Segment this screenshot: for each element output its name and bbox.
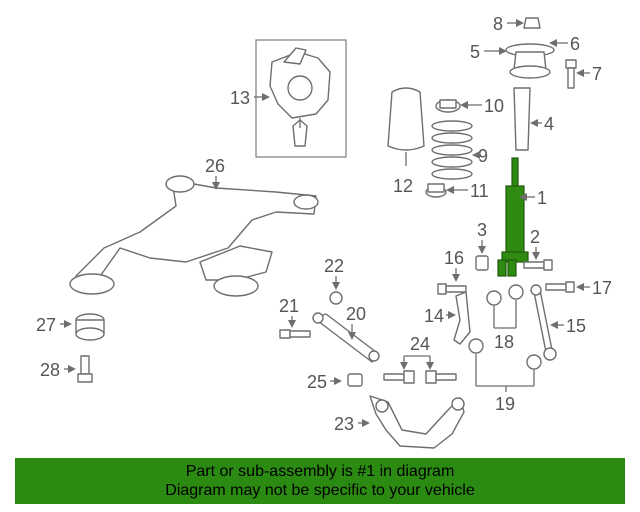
callout-13: 13 — [230, 88, 250, 108]
callout-8: 8 — [493, 14, 503, 34]
callout-25: 25 — [307, 372, 327, 392]
callout-22: 22 — [324, 256, 344, 276]
part-21-bolt — [279, 329, 311, 339]
callout-10: 10 — [484, 96, 504, 116]
part-5-upper-mount — [505, 43, 555, 79]
callout-9: 9 — [478, 146, 488, 166]
callout-26: 26 — [205, 156, 225, 176]
callout-5: 5 — [470, 42, 480, 62]
part-3-nut — [475, 255, 489, 271]
part-19-bushings — [468, 338, 542, 370]
callout-1: 1 — [537, 188, 547, 208]
part-15-lateral-link — [530, 284, 557, 361]
callout-21: 21 — [279, 296, 299, 316]
callout-15: 15 — [566, 316, 586, 336]
part-16-bolt — [437, 283, 467, 295]
part-7-bolt — [565, 59, 577, 89]
callout-18: 18 — [494, 332, 514, 352]
callout-14: 14 — [424, 306, 444, 326]
part-12-air-spring — [387, 87, 425, 166]
part-13-knuckle — [255, 39, 347, 158]
callout-16: 16 — [444, 248, 464, 268]
callout-28: 28 — [40, 360, 60, 380]
part-10-spring-seat — [435, 99, 461, 113]
callout-7: 7 — [592, 64, 602, 84]
part-11-bump-stop — [425, 183, 447, 198]
callout-3: 3 — [477, 220, 487, 240]
callout-2: 2 — [530, 227, 540, 247]
part-26-crossmember — [69, 175, 319, 297]
part-24-bolts — [383, 370, 457, 384]
part-14-toe-link — [453, 291, 471, 345]
callout-24: 24 — [410, 334, 430, 354]
part-9-coil-spring — [431, 120, 473, 180]
callout-12: 12 — [393, 176, 413, 196]
callout-19: 19 — [495, 394, 515, 414]
footer-line-2: Diagram may not be specific to your vehi… — [165, 482, 475, 499]
part-2-bolt — [523, 259, 553, 271]
callout-4: 4 — [544, 114, 554, 134]
parts-diagram: 13 8 5 6 7 12 10 — [36, 14, 612, 449]
part-23-lower-control-arm — [369, 395, 465, 449]
part-4-dust-boot — [513, 87, 531, 151]
part-22-bushing — [329, 291, 343, 305]
part-27-bushing — [75, 313, 105, 341]
callout-23: 23 — [334, 414, 354, 434]
callout-17: 17 — [592, 278, 612, 298]
part-17-bolt — [545, 281, 575, 293]
part-25-nut — [347, 373, 363, 387]
callout-20: 20 — [346, 304, 366, 324]
part-1-shock-absorber — [497, 157, 529, 277]
part-8-nut — [523, 17, 541, 29]
footer-line-1: Part or sub-assembly is #1 in diagram — [185, 463, 455, 480]
callout-27: 27 — [36, 315, 56, 335]
callout-11: 11 — [470, 181, 489, 201]
footer-banner: Part or sub-assembly is #1 in diagram Di… — [15, 458, 625, 504]
part-18-bushings — [486, 284, 524, 306]
callout-6: 6 — [570, 34, 580, 54]
part-20-link-arm — [312, 312, 380, 363]
part-28-bolt — [77, 355, 93, 383]
